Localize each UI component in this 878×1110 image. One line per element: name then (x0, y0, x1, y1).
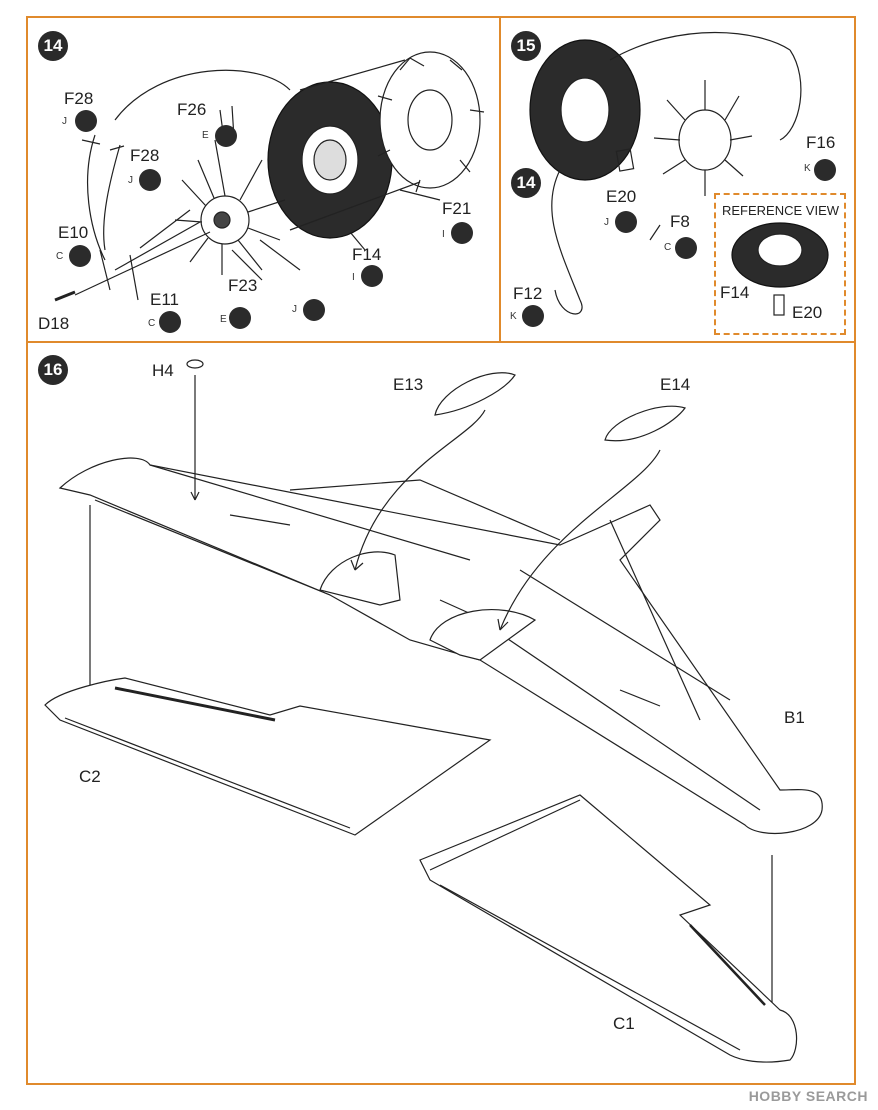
paint-code: C (148, 318, 156, 329)
part-label-f21: F21 (442, 199, 472, 218)
paint-code: K (510, 311, 517, 322)
paint-code: J (604, 217, 609, 228)
part-label-e10: E10 (58, 223, 89, 242)
part-label-f28: F28 (130, 146, 160, 165)
part-label-f14: F14 (720, 283, 750, 302)
part-label-f14: F14 (352, 245, 382, 264)
step-number-14-reference: 14 (511, 168, 541, 198)
step-number-16: 16 (38, 355, 68, 385)
part-label-h4: H4 (152, 361, 174, 380)
part-label-f16: F16 (806, 133, 836, 152)
part-label-e13: E13 (393, 375, 424, 394)
paint-code: J (292, 304, 297, 315)
engine-front-bank (267, 81, 393, 239)
part-label-f26: F26 (177, 100, 207, 119)
part-label-d18: D18 (38, 314, 70, 333)
paint-code: I (352, 272, 355, 283)
crankcase (174, 139, 286, 275)
part-label-f28: F28 (64, 89, 94, 108)
part-label-f23: F23 (228, 276, 258, 295)
part-label-e20: E20 (606, 187, 637, 206)
part-label-f12: F12 (513, 284, 543, 303)
part-label-e14: E14 (660, 375, 691, 394)
part-label-f8: F8 (670, 212, 690, 231)
part-label-e20: E20 (792, 303, 823, 322)
paint-code: E (220, 314, 227, 325)
step-number-14: 14 (38, 31, 68, 61)
wing-c1 (419, 794, 798, 1063)
paint-code: I (442, 229, 445, 240)
part-label-e11: E11 (150, 290, 179, 309)
reference-view-box (714, 193, 846, 335)
paint-code: J (62, 116, 67, 127)
engine-step15 (529, 39, 641, 181)
paint-code: K (804, 163, 811, 174)
step-number-15: 15 (511, 31, 541, 61)
watermark: HOBBY SEARCH (748, 1088, 868, 1104)
paint-code: C (56, 251, 64, 262)
exhaust-ring (653, 80, 753, 196)
paint-code: C (664, 242, 672, 253)
reference-view-title: REFERENCE VIEW (722, 203, 840, 218)
part-label-c2: C2 (79, 767, 101, 786)
wing-c2 (44, 677, 492, 836)
paint-code: J (128, 175, 133, 186)
paint-code: E (202, 130, 209, 141)
part-label-c1: C1 (613, 1014, 635, 1033)
part-label-b1: B1 (784, 708, 805, 727)
engine-rear-bank (377, 51, 485, 193)
